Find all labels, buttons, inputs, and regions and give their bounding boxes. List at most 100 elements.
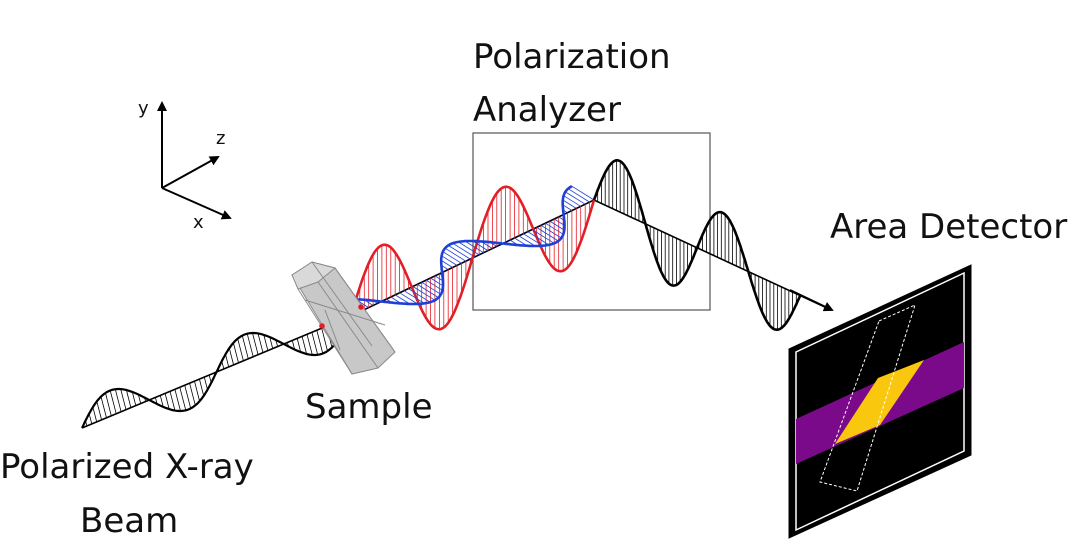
wave-hatch [442,251,462,264]
wave-hatch [399,292,418,305]
wave-hatch [85,420,88,427]
wave-hatch [448,245,471,260]
wave-hatch [430,277,444,287]
wave-hatch [189,383,196,406]
analyzer-label-line1: Polarization [473,37,671,77]
wave-hatch [100,396,107,418]
wave-hatch [179,387,187,411]
wave-hatch [390,296,402,304]
wave-hatch [144,397,146,402]
detector-frame [795,271,965,532]
wave-hatch [372,300,378,304]
coordinate-axes [157,101,232,220]
wave-hatch [563,195,581,207]
scattered-wave-red [349,185,596,331]
wave-hatch [287,342,289,347]
sample-scatter-point [358,304,364,310]
wave-hatch [440,260,453,268]
wave-hatch [452,242,475,258]
wave-hatch [296,338,302,353]
wave-hatch [509,239,519,246]
wave-hatch [540,224,562,239]
wave-hatch [489,241,498,247]
wave-hatch [263,334,269,351]
wave-hatch [562,209,568,214]
wave-hatch [441,264,449,270]
wave-hatch [114,389,122,412]
wave-hatch [138,394,142,404]
wave-hatch [109,390,117,414]
wave-hatch [120,389,127,410]
wave-hatch [514,237,528,247]
wave-hatch [213,372,216,376]
z-axis-label: z [216,128,226,149]
wave-hatch [233,342,239,363]
detector-label: Area Detector [830,207,1068,247]
wave-hatch [464,240,484,254]
wave-hatch [301,336,307,355]
wave-curve [81,315,352,429]
wave-hatch [562,199,577,209]
wave-hatch [434,275,444,282]
wave-hatch [553,218,565,226]
wave-hatch [518,235,536,247]
wave-hatch [208,375,212,383]
analyzer-projection [819,304,916,492]
wave-curve [328,185,573,306]
wave-hatch [545,222,564,235]
wave-hatch [562,204,573,211]
wave-hatch [523,233,543,247]
wave-hatch [571,185,595,201]
wave-hatch [225,354,230,367]
wave-hatch [155,397,158,405]
wave-hatch [257,333,264,353]
wave-hatch [291,340,295,350]
wave-hatch [96,401,102,421]
wave-hatch [441,255,458,266]
detector-overlap [835,360,924,444]
wave-hatch [531,229,555,244]
wave-hatch [252,332,259,355]
beam-arrow [789,289,834,312]
wave-hatch [311,332,319,355]
sample-crystal [291,261,396,375]
wave-hatch [567,188,590,203]
wave-hatch [386,298,393,303]
wave-hatch [408,288,431,303]
wave-hatch [126,389,132,408]
wave-hatch [441,270,445,273]
wave-curve [349,185,596,331]
wave-hatch [169,391,176,411]
wave-hatch [394,294,410,305]
wave-hatch [203,377,208,390]
analyzer-label-line2: Analyzer [473,90,621,130]
wave-hatch [505,241,510,245]
wave-hatch [417,284,439,298]
wave-hatch [221,361,225,369]
wave-hatch [403,290,425,304]
wave-hatch [159,395,164,407]
wave-hatch [237,338,244,361]
wave-hatch [363,299,374,306]
z-axis-arrow [161,156,220,189]
x-axis-arrow [161,187,232,220]
wave-hatch [199,379,205,396]
sample-label: Sample [305,387,433,427]
wave-hatch [131,391,137,406]
analyzer-box [472,132,711,311]
wave-hatch [527,231,550,246]
wave-hatch [421,281,442,295]
wave-hatch [194,381,200,402]
area-detector [788,264,972,539]
wave-hatch [275,339,278,347]
wave-hatch [480,241,493,249]
wave-hatch [565,191,586,205]
wave-hatch [92,407,98,423]
sample-entry-point [319,323,325,329]
beam-label-line1: Polarized X-ray [0,447,254,487]
wave-hatch [472,240,489,251]
wave-hatch [241,335,249,359]
wave-hatch [269,337,274,349]
wave-hatch [549,220,565,231]
